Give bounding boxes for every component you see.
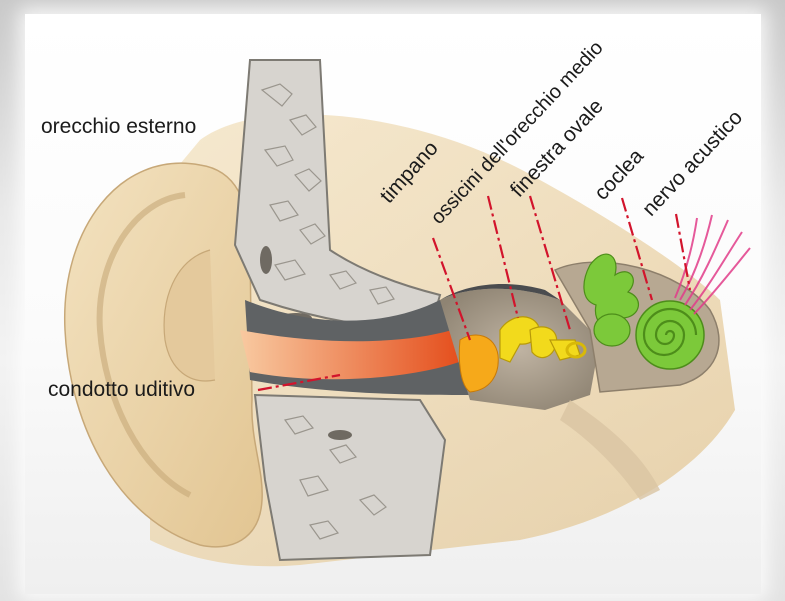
label-outer-ear: orecchio esterno (41, 116, 196, 137)
temporal-bone-lower (255, 395, 445, 560)
bone-hole-3 (328, 430, 352, 440)
bone-hole-1 (260, 246, 272, 274)
auricle (65, 163, 262, 547)
label-ear-canal: condotto uditivo (48, 379, 195, 400)
